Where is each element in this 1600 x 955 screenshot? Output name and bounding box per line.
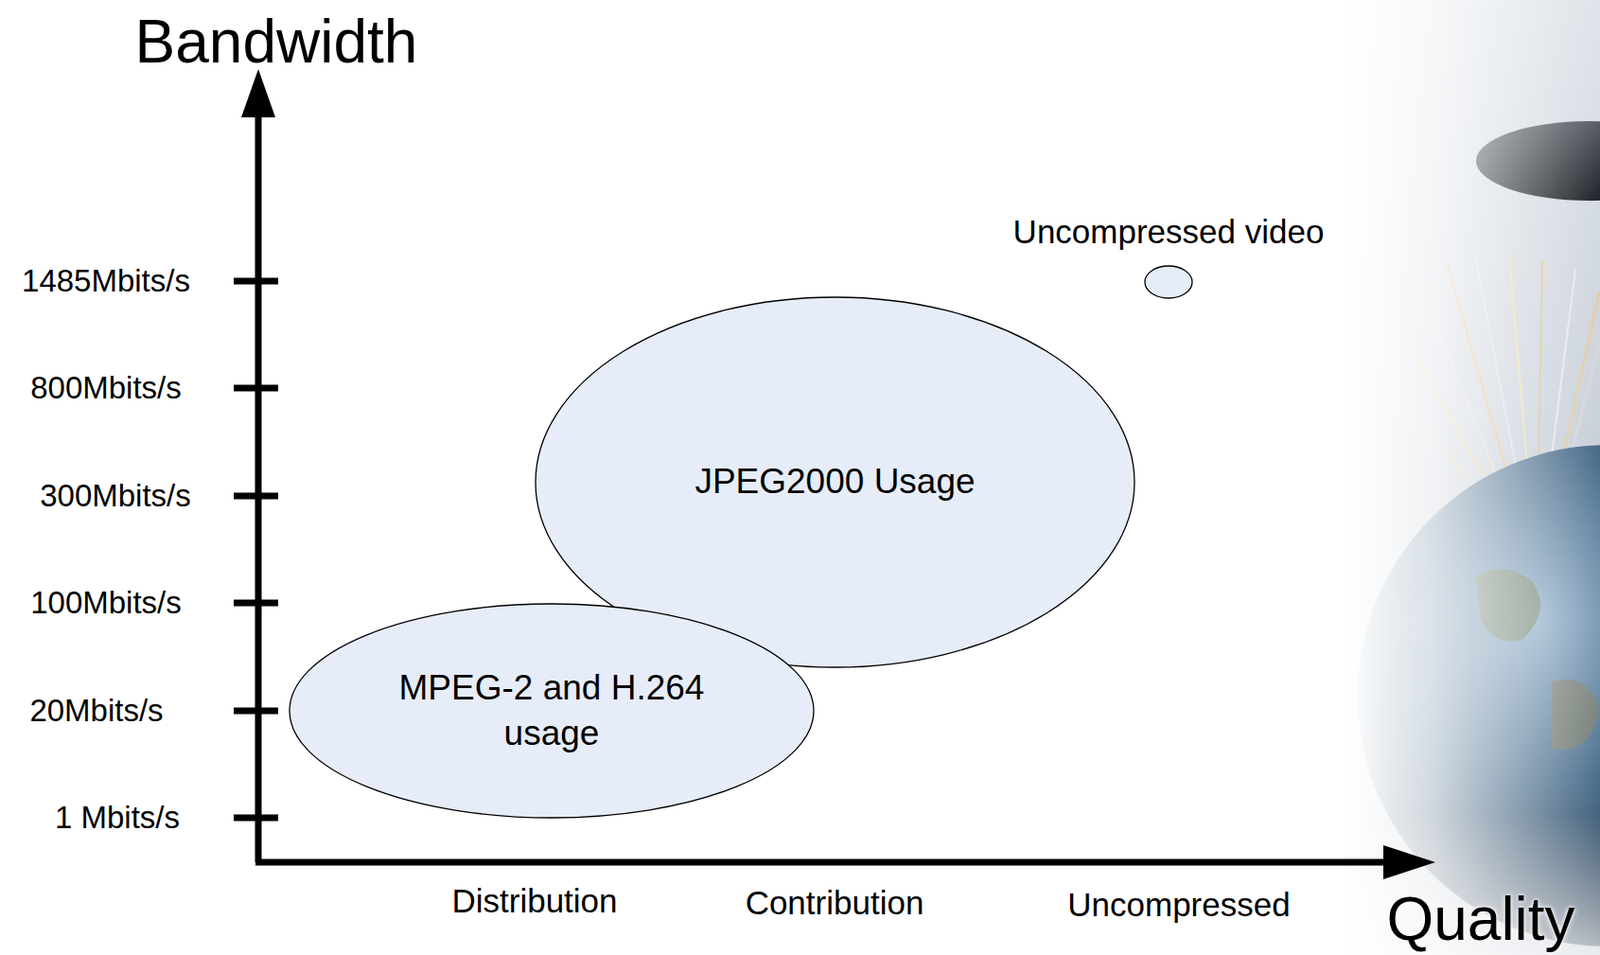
axis-title: Bandwidth: [135, 7, 419, 78]
axis-category: Uncompressed: [1067, 885, 1290, 924]
node-label: MPEG-2 and H.264 usage: [367, 665, 737, 757]
axis-title: Quality: [1386, 884, 1575, 955]
tick-label: 100Mbits/s: [30, 584, 182, 621]
tick-label: 800Mbits/s: [30, 369, 182, 406]
node-label: JPEG2000 Usage: [694, 458, 975, 505]
tick-label: 20Mbits/s: [29, 692, 163, 729]
node-text-area: MPEG-2 and H.264 usage: [288, 665, 815, 757]
small-ellipse-node: Uncompressed video: [988, 210, 1349, 300]
tick-label: 1485Mbits/s: [21, 263, 191, 299]
ellipse-node: MPEG-2 and H.264 usage: [288, 602, 815, 819]
axis-category: Distribution: [451, 881, 617, 920]
axis-category: Contribution: [745, 883, 925, 922]
tick-label: 300Mbits/s: [39, 477, 192, 514]
node-text-area: Uncompressed video: [988, 210, 1349, 254]
node-text-area: JPEG2000 Usage: [534, 458, 1136, 505]
tick-label: 1 Mbits/s: [54, 799, 180, 836]
ellipse-outline: [288, 602, 815, 819]
node-label: Uncompressed video: [1013, 210, 1325, 254]
